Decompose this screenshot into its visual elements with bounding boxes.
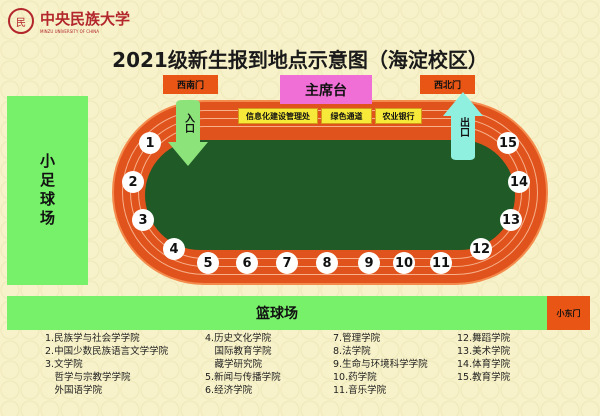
college-item: 2.中国少数民族语言文学学院 <box>45 346 169 357</box>
marker-6: 6 <box>236 252 258 274</box>
college-item: 藏学研究院 <box>205 359 263 370</box>
entrance-label: 入口 <box>182 113 194 133</box>
marker-12: 12 <box>470 238 492 260</box>
college-item: 3.文学院 <box>45 359 83 370</box>
marker-10: 10 <box>393 252 415 274</box>
marker-2: 2 <box>122 171 144 193</box>
college-item: 4.历史文化学院 <box>205 333 272 344</box>
college-item: 外国语学院 <box>45 385 103 396</box>
college-column-3: 7.管理学院 8.法学院 9.生命与环境科学学院 10.药学院 11.音乐学院 <box>333 332 428 397</box>
college-item: 15.教育学院 <box>457 372 511 383</box>
exit-label: 出口 <box>457 117 469 137</box>
logo-name: 中央民族大学 <box>40 10 131 28</box>
college-item: 6.经济学院 <box>205 385 253 396</box>
college-item: 5.新闻与传播学院 <box>205 372 281 383</box>
marker-11: 11 <box>430 252 452 274</box>
booth-green-channel: 绿色通道 <box>321 108 372 124</box>
main-stand: 主席台 <box>280 75 372 104</box>
college-item: 9.生命与环境科学学院 <box>333 359 428 370</box>
marker-5: 5 <box>197 252 219 274</box>
college-item: 14.体育学院 <box>457 359 511 370</box>
college-column-4: 12.舞蹈学院 13.美术学院 14.体育学院 15.教育学院 <box>457 332 510 384</box>
marker-14: 14 <box>508 171 530 193</box>
marker-8: 8 <box>316 252 338 274</box>
basketball-court: 篮球场 <box>7 296 547 330</box>
logo-subtitle: MINZU UNIVERSITY OF CHINA <box>40 29 100 34</box>
page-title: 2021级新生报到地点示意图（海淀校区） <box>112 48 488 72</box>
marker-3: 3 <box>132 209 154 231</box>
booth-it: 信息化建设管理处 <box>238 108 318 124</box>
seal-icon: 民 <box>8 8 34 34</box>
college-column-2: 4.历史文化学院 国际教育学院 藏学研究院 5.新闻与传播学院 6.经济学院 <box>205 332 281 397</box>
college-item: 国际教育学院 <box>205 346 272 357</box>
college-item: 10.药学院 <box>333 372 377 383</box>
marker-4: 4 <box>163 238 185 260</box>
college-item: 12.舞蹈学院 <box>457 333 511 344</box>
marker-9: 9 <box>358 252 380 274</box>
university-logo: 民 中央民族大学 MINZU UNIVERSITY OF CHINA <box>8 8 130 34</box>
college-column-1: 1.民族学与社会学学院 2.中国少数民族语言文学学院 3.文学院 哲学与宗教学学… <box>45 332 168 397</box>
college-item: 哲学与宗教学学院 <box>45 372 131 383</box>
exit-arrow-icon <box>443 92 483 160</box>
northwest-gate: 西北门 <box>420 75 475 94</box>
college-item: 11.音乐学院 <box>333 385 387 396</box>
football-field: 小足球场 <box>7 96 88 285</box>
marker-15: 15 <box>497 132 519 154</box>
college-item: 7.管理学院 <box>333 333 381 344</box>
marker-1: 1 <box>139 132 161 154</box>
college-item: 1.民族学与社会学学院 <box>45 333 140 344</box>
entrance-arrow-icon <box>168 100 208 166</box>
college-item: 13.美术学院 <box>457 346 511 357</box>
booth-bank: 农业银行 <box>375 108 422 124</box>
college-item: 8.法学院 <box>333 346 371 357</box>
southwest-gate: 西南门 <box>163 75 218 94</box>
marker-7: 7 <box>276 252 298 274</box>
east-small-gate: 小东门 <box>547 296 590 330</box>
marker-13: 13 <box>500 209 522 231</box>
